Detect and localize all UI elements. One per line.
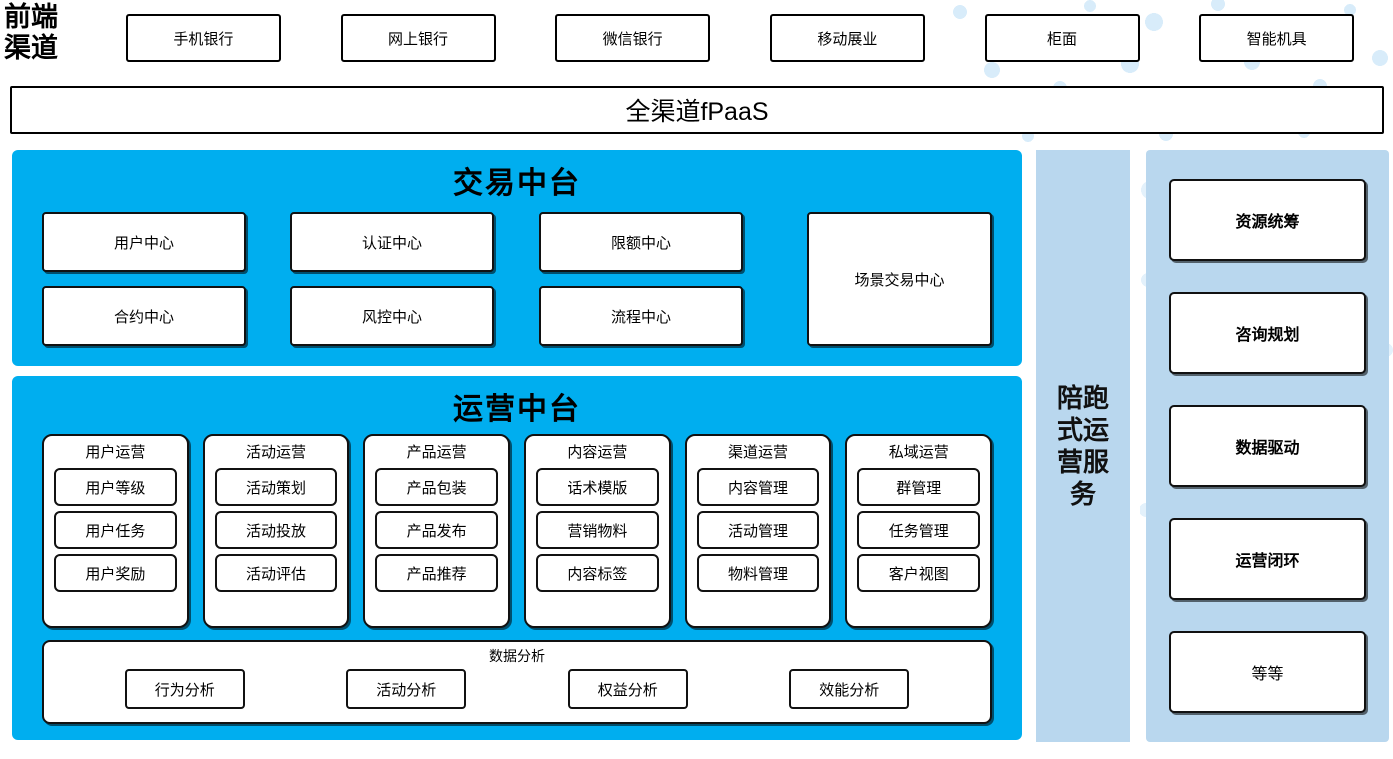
channel-box-wechat-bank[interactable]: 微信银行 — [555, 14, 711, 62]
ops-sub-item[interactable]: 群管理 — [857, 468, 981, 506]
ops-card-channel[interactable]: 渠道运营 内容管理 活动管理 物料管理 — [684, 434, 832, 628]
analysis-box-rights[interactable]: 权益分析 — [567, 669, 688, 709]
ops-sub-item[interactable]: 活动投放 — [214, 511, 338, 549]
trade-box-contract-center[interactable]: 合约中心 — [42, 286, 246, 346]
ops-card-title: 产品运营 — [406, 444, 467, 461]
front-channel-label-line2: 渠道 — [4, 33, 58, 63]
trade-box-user-center[interactable]: 用户中心 — [42, 212, 246, 272]
analysis-box-behavior[interactable]: 行为分析 — [124, 669, 245, 709]
analysis-box-efficiency[interactable]: 效能分析 — [789, 669, 910, 709]
service-box-resource-coordination[interactable]: 资源统筹 — [1169, 179, 1366, 262]
ops-card-title: 用户运营 — [85, 444, 146, 461]
ops-platform-panel: 运营中台 用户运营 用户等级 用户任务 用户奖励 活动运营 活动策划 活动投放 … — [12, 376, 1022, 740]
channel-slot: 网上银行 — [311, 14, 526, 64]
ops-sub-item[interactable]: 活动评估 — [214, 554, 338, 592]
trade-box-auth-center[interactable]: 认证中心 — [290, 212, 494, 272]
ops-card-activity[interactable]: 活动运营 活动策划 活动投放 活动评估 — [202, 434, 350, 628]
trade-platform-grid: 用户中心 认证中心 限额中心 合约中心 风控中心 流程中心 场景交易中心 — [42, 212, 992, 352]
ops-sub-item[interactable]: 产品包装 — [375, 468, 499, 506]
data-analysis-section: 数据分析 行为分析 活动分析 权益分析 效能分析 — [42, 640, 992, 724]
trade-box-process-center[interactable]: 流程中心 — [539, 286, 743, 346]
omnichannel-fpaas-bar[interactable]: 全渠道fPaaS — [10, 86, 1384, 134]
channel-box-online-bank[interactable]: 网上银行 — [340, 14, 496, 62]
service-box-consulting-planning[interactable]: 咨询规划 — [1169, 292, 1366, 375]
ops-sub-item[interactable]: 内容管理 — [696, 468, 820, 506]
ops-sub-item[interactable]: 任务管理 — [857, 511, 981, 549]
ops-card-title: 私域运营 — [888, 444, 949, 461]
trade-box-scenario-trade-center[interactable]: 场景交易中心 — [807, 212, 992, 346]
data-analysis-row: 行为分析 活动分析 权益分析 效能分析 — [44, 669, 990, 709]
ops-platform-title: 运营中台 — [453, 393, 581, 426]
ops-card-list: 用户运营 用户等级 用户任务 用户奖励 活动运营 活动策划 活动投放 活动评估 … — [42, 434, 993, 628]
service-box-etc[interactable]: 等等 — [1169, 630, 1366, 713]
ops-sub-item[interactable]: 物料管理 — [696, 554, 820, 592]
channel-box-counter[interactable]: 柜面 — [984, 14, 1140, 62]
ops-card-user[interactable]: 用户运营 用户等级 用户任务 用户奖励 — [42, 434, 189, 628]
service-box-data-driven[interactable]: 数据驱动 — [1169, 404, 1366, 487]
ops-sub-item[interactable]: 产品发布 — [375, 511, 499, 549]
ops-sub-item[interactable]: 营销物料 — [536, 511, 659, 549]
ops-card-content[interactable]: 内容运营 话术模版 营销物料 内容标签 — [524, 434, 671, 628]
ops-card-private-domain[interactable]: 私域运营 群管理 任务管理 客户视图 — [845, 434, 993, 628]
ops-sub-item[interactable]: 活动策划 — [214, 468, 338, 506]
ops-card-title: 内容运营 — [567, 444, 628, 461]
channel-slot: 微信银行 — [525, 14, 740, 64]
channel-slot: 柜面 — [955, 14, 1170, 64]
accompany-service-label: 陪跑式运营服务 — [1056, 383, 1109, 509]
services-panel: 资源统筹 咨询规划 数据驱动 运营闭环 等等 — [1146, 150, 1389, 742]
front-channel-label: 前端 渠道 — [4, 2, 84, 64]
trade-box-riskcontrol-center[interactable]: 风控中心 — [290, 286, 494, 346]
channel-slot: 移动展业 — [740, 14, 955, 64]
ops-sub-item[interactable]: 客户视图 — [857, 554, 981, 592]
ops-sub-item[interactable]: 活动管理 — [696, 511, 820, 549]
ops-card-title: 渠道运营 — [728, 444, 789, 461]
ops-sub-item[interactable]: 用户奖励 — [54, 554, 177, 592]
ops-card-title: 活动运营 — [246, 444, 307, 461]
trade-box-limit-center[interactable]: 限额中心 — [539, 212, 743, 272]
channel-slot: 手机银行 — [96, 14, 311, 64]
channel-box-smart-machine[interactable]: 智能机具 — [1199, 14, 1355, 62]
channel-box-mobile-business[interactable]: 移动展业 — [769, 14, 925, 62]
ops-sub-item[interactable]: 用户任务 — [54, 511, 177, 549]
trade-platform-panel: 交易中台 用户中心 认证中心 限额中心 合约中心 风控中心 流程中心 场景交易中… — [12, 150, 1022, 366]
data-analysis-title: 数据分析 — [489, 648, 545, 664]
ops-sub-item[interactable]: 话术模版 — [536, 468, 659, 506]
analysis-box-activity[interactable]: 活动分析 — [346, 669, 467, 709]
service-box-ops-closed-loop[interactable]: 运营闭环 — [1169, 517, 1366, 600]
ops-sub-item[interactable]: 内容标签 — [536, 554, 659, 592]
channel-slot: 智能机具 — [1169, 14, 1384, 64]
front-channel-label-line1: 前端 — [4, 2, 58, 32]
channel-box-mobile-bank[interactable]: 手机银行 — [125, 14, 281, 62]
ops-sub-item[interactable]: 用户等级 — [54, 468, 177, 506]
ops-sub-item[interactable]: 产品推荐 — [375, 554, 499, 592]
front-channel-row: 手机银行 网上银行 微信银行 移动展业 柜面 智能机具 — [96, 14, 1384, 64]
ops-card-product[interactable]: 产品运营 产品包装 产品发布 产品推荐 — [363, 434, 511, 628]
trade-platform-title: 交易中台 — [453, 167, 581, 200]
accompany-service-column: 陪跑式运营服务 — [1036, 150, 1130, 742]
